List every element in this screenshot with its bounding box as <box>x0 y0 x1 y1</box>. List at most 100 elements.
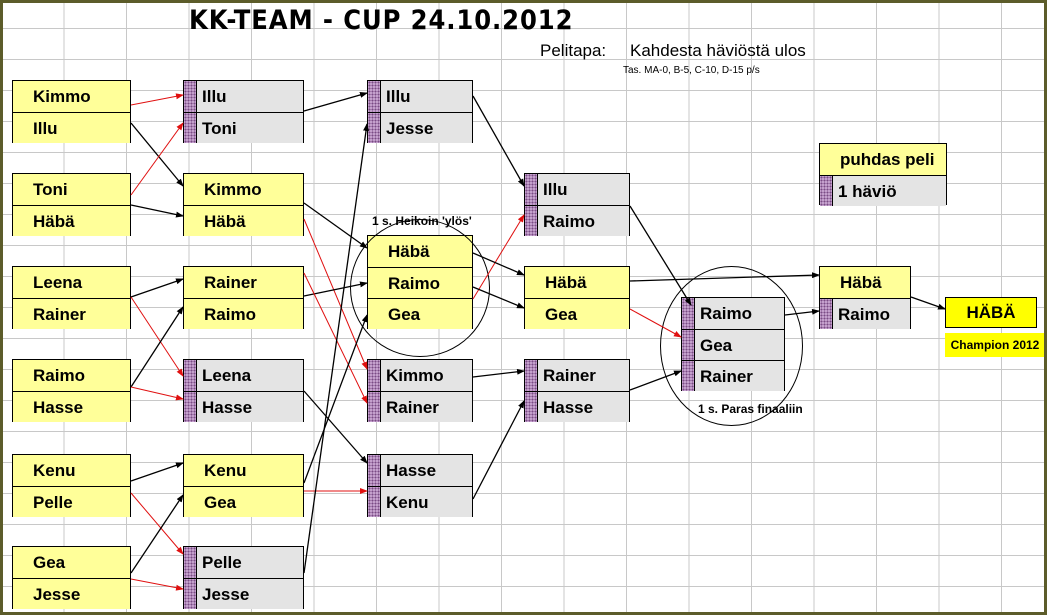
legend-one-loss: 1 häviö <box>820 175 946 206</box>
r2-winner-match-1: Kimmo Häbä <box>183 173 304 236</box>
arrow-winner <box>130 462 184 482</box>
player-cell: Rainer <box>184 267 303 298</box>
arrow-loser <box>130 386 184 401</box>
arrow-loser <box>130 578 184 591</box>
player-cell: Rainer <box>368 391 472 422</box>
arrow-winner <box>303 123 369 574</box>
player-cell: Hasse <box>13 391 130 422</box>
arrow-winner <box>472 95 525 187</box>
arrow-winner <box>130 494 184 574</box>
arrow-winner <box>629 272 820 282</box>
weakest-up-circle <box>350 219 490 357</box>
player-cell: Häbä <box>13 205 130 236</box>
champion-label: Champion 2012 <box>945 333 1044 357</box>
player-cell: Gea <box>184 486 303 517</box>
player-cell: Jesse <box>13 578 130 609</box>
r1-match-2: Toni Häbä <box>12 173 131 236</box>
arrow-winner <box>629 205 692 306</box>
player-cell: Häbä <box>525 267 629 298</box>
player-cell: Kimmo <box>184 174 303 205</box>
arrow-winner <box>472 400 525 500</box>
r3-loser-match-3: Hasse Kenu <box>367 454 473 517</box>
arrow-loser <box>303 272 368 404</box>
arrow-winner <box>784 308 820 316</box>
player-cell: Raimo <box>525 205 629 236</box>
page-title: KK-TEAM - CUP 24.10.2012 <box>189 5 574 36</box>
player-cell: Häbä <box>184 205 303 236</box>
arrow-winner <box>130 278 184 298</box>
player-cell: Rainer <box>525 360 629 391</box>
r1-match-4: Raimo Hasse <box>12 359 131 422</box>
arrow-winner <box>472 252 525 276</box>
legend: puhdas peli 1 häviö <box>819 143 947 206</box>
arrow-loser <box>130 93 184 106</box>
r1-match-3: Leena Rainer <box>12 266 131 329</box>
game-format-label: Pelitapa: <box>540 41 607 60</box>
arrow-loser <box>130 296 184 377</box>
player-cell: Toni <box>13 174 130 205</box>
best-to-final-circle <box>660 266 803 426</box>
arrow-loser <box>130 492 184 555</box>
arrow-winner <box>303 202 368 249</box>
player-cell: Gea <box>525 298 629 329</box>
arrow-winner <box>130 306 184 388</box>
r2-loser-match-1: Illu Toni <box>183 80 304 143</box>
player-cell: Kenu <box>13 455 130 486</box>
r1-match-6: Gea Jesse <box>12 546 131 609</box>
arrow-winner <box>629 370 682 391</box>
r1-match-5: Kenu Pelle <box>12 454 131 517</box>
arrow-winner <box>303 390 368 464</box>
player-cell: Illu <box>184 81 303 112</box>
arrow-loser <box>472 214 525 300</box>
player-cell: Illu <box>525 174 629 205</box>
player-cell: Pelle <box>184 547 303 578</box>
bracket-arrows <box>130 92 946 591</box>
arrow-winner <box>130 204 184 218</box>
player-cell: Gea <box>13 547 130 578</box>
arrow-winner <box>472 286 525 309</box>
r2-loser-match-2: Leena Hasse <box>183 359 304 422</box>
player-cell: Hasse <box>525 391 629 422</box>
player-cell: Kimmo <box>368 360 472 391</box>
scoring-rules: Tas. MA-0, B-5, C-10, D-15 p/s <box>623 65 760 76</box>
player-cell: Hasse <box>184 391 303 422</box>
r2-winner-match-2: Rainer Raimo <box>183 266 304 329</box>
player-cell: Illu <box>368 81 472 112</box>
arrow-winner <box>472 368 525 378</box>
winner-cell: HÄBÄ <box>945 297 1037 328</box>
arrow-winner <box>303 92 368 112</box>
player-cell: Illu <box>13 112 130 143</box>
player-cell: Pelle <box>13 486 130 517</box>
player-cell: Raimo <box>820 298 910 329</box>
player-cell: Jesse <box>184 578 303 609</box>
r3-loser-match-1: Illu Jesse <box>367 80 473 143</box>
r2-loser-match-3: Pelle Jesse <box>183 546 304 609</box>
arrow-loser <box>130 122 184 196</box>
player-cell: Kenu <box>368 486 472 517</box>
player-cell: Kenu <box>184 455 303 486</box>
r4-loser-match-2: Rainer Hasse <box>524 359 630 422</box>
player-cell: Raimo <box>13 360 130 391</box>
r1-match-1: Kimmo Illu <box>12 80 131 143</box>
r3-loser-match-2: Kimmo Rainer <box>367 359 473 422</box>
player-cell: Leena <box>184 360 303 391</box>
arrow-winner <box>910 296 946 310</box>
r4-loser-match-1: Illu Raimo <box>524 173 630 236</box>
player-cell: Kimmo <box>13 81 130 112</box>
player-cell: Hasse <box>368 455 472 486</box>
final-match: Häbä Raimo <box>819 266 911 329</box>
player-cell: Leena <box>13 267 130 298</box>
best-to-final-note: 1 s. Paras finaaliin <box>698 402 803 416</box>
arrow-winner <box>130 122 184 187</box>
game-format-value: Kahdesta häviöstä ulos <box>630 41 806 60</box>
r2-winner-match-3: Kenu Gea <box>183 454 304 517</box>
arrow-winner <box>303 314 368 484</box>
player-cell: Jesse <box>368 112 472 143</box>
arrow-loser <box>629 308 682 338</box>
legend-clean-game: puhdas peli <box>820 144 946 175</box>
player-cell: Toni <box>184 112 303 143</box>
player-cell: Raimo <box>184 298 303 329</box>
player-cell: Rainer <box>13 298 130 329</box>
r4-winner-match: Häbä Gea <box>524 266 630 329</box>
